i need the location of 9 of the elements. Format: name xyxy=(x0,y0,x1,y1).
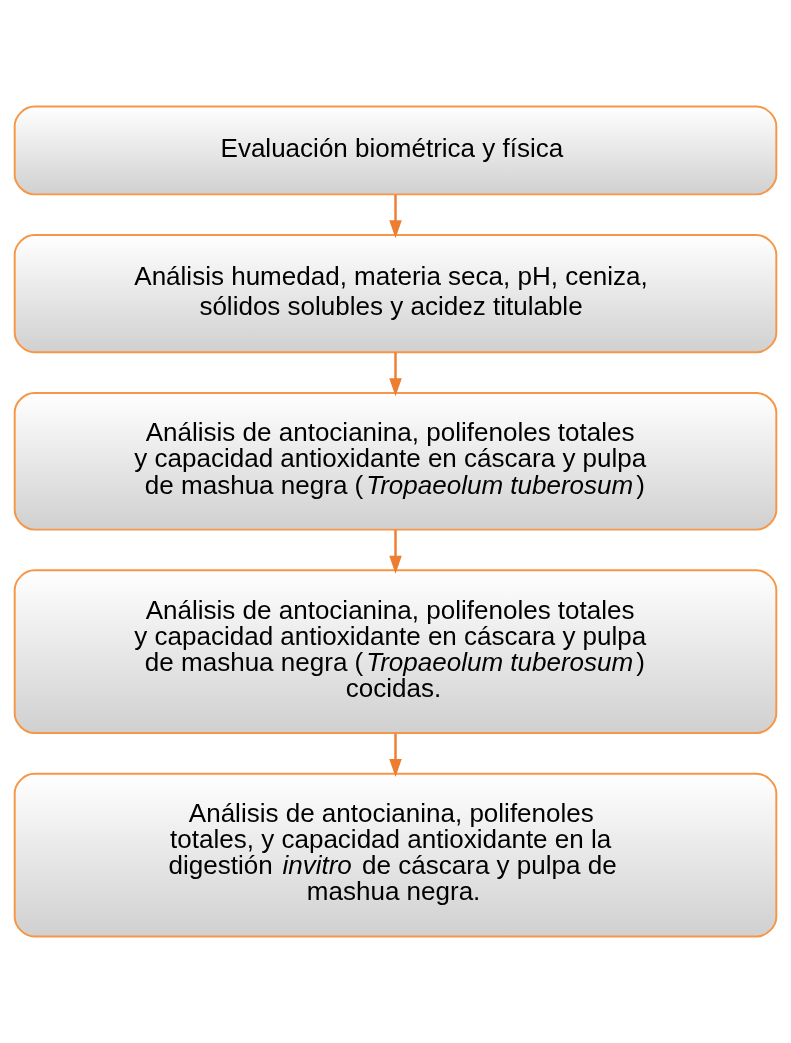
arrow xyxy=(389,733,402,777)
node-box: Análisis de antocianina, polifenoles totales y capacidad antioxidante en cáscara y pulpa de mashua negra (Tropaeolum tuberosum) xyxy=(13,391,778,531)
arrow xyxy=(389,352,402,397)
node-box: Análisis humedad, materia seca, pH, ceniza, sólidos solubles y acidez titulable xyxy=(13,234,778,354)
node-box: Evaluación biométrica y física xyxy=(13,105,778,196)
arrow xyxy=(389,529,402,574)
node-box: Análisis de antocianina, polifenoles totales y capacidad antioxidante en cáscara y pulpa de mashua negra (Tropaeolum tuberosum) cocidas. xyxy=(13,569,778,735)
arrow xyxy=(389,194,402,239)
node-box: Análisis de antocianina, polifenoles totales, y capacidad antioxidante en la digestión invitro de cáscara y pulpa de mashua negra. xyxy=(13,772,778,938)
